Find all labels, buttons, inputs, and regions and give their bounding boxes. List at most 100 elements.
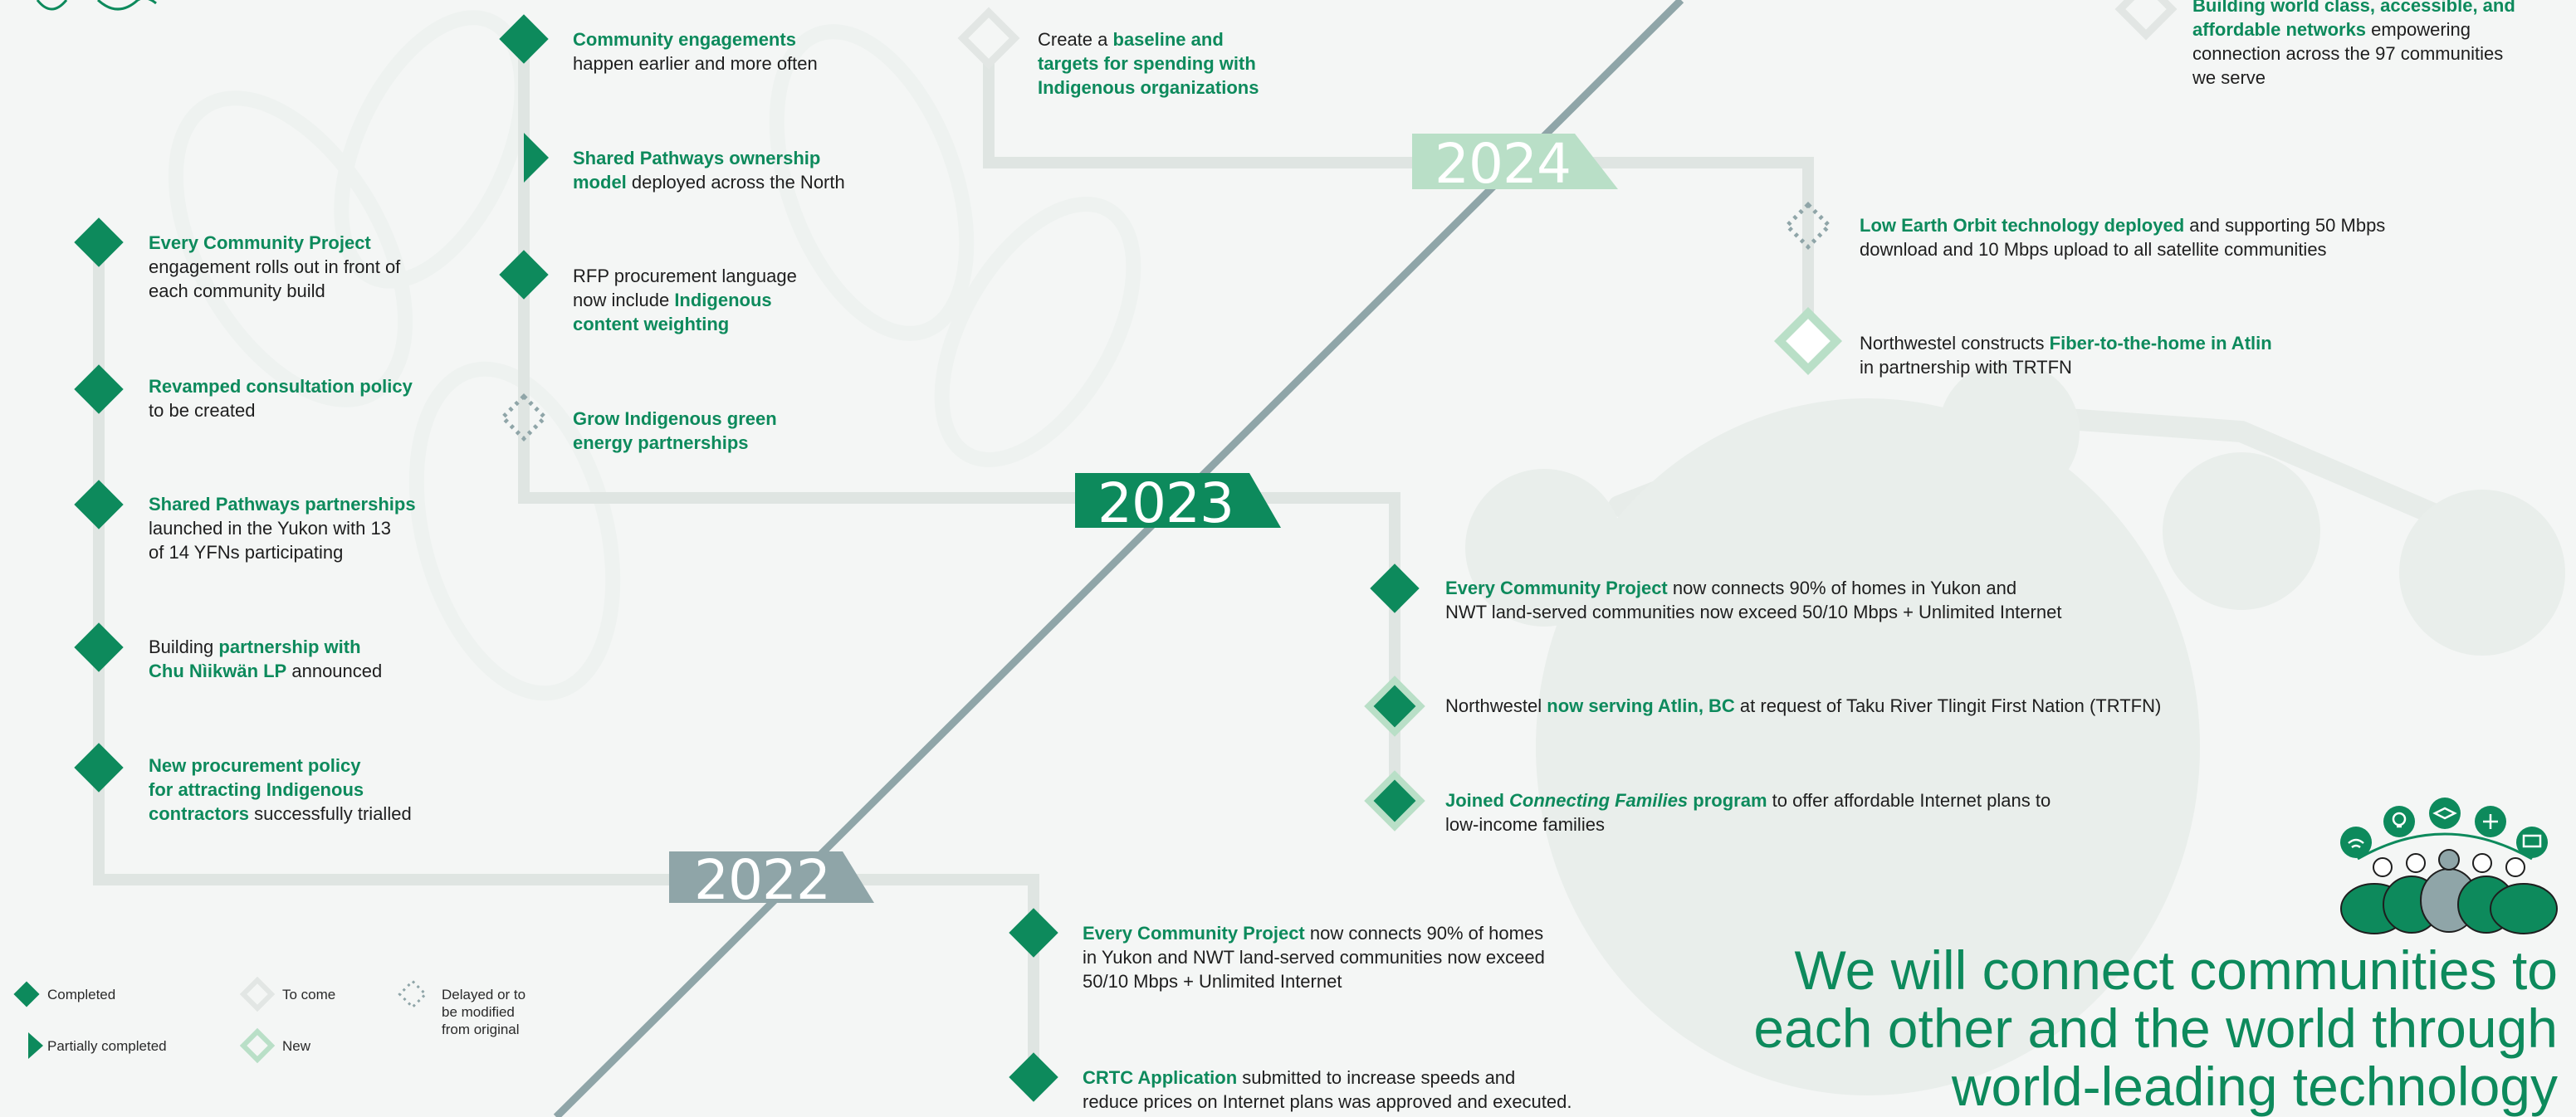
milestone-text: at request of Taku River Tlingit First N… <box>1734 695 2162 716</box>
milestone-highlight: Joined <box>1445 790 1510 811</box>
new-completed-marker-core <box>1373 685 1416 728</box>
tagline-line: We will connect communities to <box>1794 939 2558 1001</box>
year-badge-2022 <box>669 851 874 903</box>
milestone-revamped-consultation-policy: Revamped consultation policy to be creat… <box>149 374 413 422</box>
delayed-marker <box>1784 202 1832 250</box>
legend-to-come-icon <box>239 976 276 1012</box>
milestone-crtc-application: CRTC Application submitted to increase s… <box>1083 1066 1572 1114</box>
delayed-marker <box>500 393 548 441</box>
tagline-line: world-leading technology <box>1951 1056 2558 1117</box>
milestone-highlight: Every Community Project <box>149 232 371 253</box>
milestone-text: 50/10 Mbps + Unlimited Internet <box>1083 971 1342 992</box>
milestone-highlight: baseline and <box>1112 29 1224 50</box>
completed-marker <box>74 217 124 267</box>
milestone-text: RFP procurement language <box>573 266 797 286</box>
milestone-highlight: Indigenous organizations <box>1038 77 1259 98</box>
milestone-text: announced <box>286 661 383 681</box>
tagline: We will connect communities to each othe… <box>1753 941 2558 1115</box>
milestone-text: reduce prices on Internet plans was appr… <box>1083 1091 1572 1112</box>
milestone-highlight: Revamped consultation policy <box>149 376 413 397</box>
completed-marker <box>1009 908 1058 958</box>
wifi-icon <box>2340 827 2372 858</box>
milestone-highlight: Fiber-to-the-home in Atlin <box>2049 333 2272 354</box>
milestone-highlight: targets for spending with <box>1038 53 1256 74</box>
milestone-text: deployed across the North <box>626 172 845 193</box>
tagline-line: each other and the world through <box>1753 997 2558 1059</box>
milestone-highlight: Indigenous <box>674 290 772 310</box>
milestone-highlight: Shared Pathways partnerships <box>149 494 416 515</box>
milestone-community-engagements: Community engagements happen earlier and… <box>573 27 818 76</box>
background-icon-circles <box>1465 361 2565 1095</box>
milestone-text: each community build <box>149 280 325 301</box>
completed-marker <box>499 14 549 64</box>
milestone-highlight: program <box>1688 790 1767 811</box>
milestone-text: successfully trialled <box>249 803 412 824</box>
milestone-fiber-to-the-home-atlin: Northwestel constructs Fiber-to-the-home… <box>1860 331 2272 379</box>
milestone-highlight: for attracting Indigenous <box>149 779 364 800</box>
milestone-highlight: content weighting <box>573 314 730 334</box>
milestone-highlight: affordable networks <box>2192 19 2367 40</box>
milestone-baseline-targets: Create a baseline and targets for spendi… <box>1038 27 1259 100</box>
year-label-2023: 2023 <box>1097 471 1234 535</box>
milestone-text: now connects 90% of homes <box>1304 923 1544 944</box>
milestone-highlight: Grow Indigenous green <box>573 408 777 429</box>
completed-marker <box>499 250 549 300</box>
milestone-highlight: Every Community Project <box>1083 923 1305 944</box>
milestone-text: NWT land-served communities now exceed 5… <box>1445 602 2062 622</box>
year-label-2022: 2022 <box>694 848 831 912</box>
legend-delayed-label: Delayed or to be modified from original <box>442 986 525 1038</box>
milestone-every-community-project-engagement: Every Community Project engagement rolls… <box>149 231 400 303</box>
milestone-highlight: model <box>573 172 627 193</box>
legend-to-come-label: To come <box>282 987 336 1002</box>
background-leaves <box>168 10 1141 701</box>
new-marker <box>1773 306 1843 376</box>
milestone-text: connection across the 97 communities <box>2192 43 2504 64</box>
milestone-low-earth-orbit: Low Earth Orbit technology deployed and … <box>1860 213 2385 261</box>
top-logo-fragment <box>36 0 157 11</box>
completed-marker <box>74 480 124 529</box>
milestone-new-procurement-policy: New procurement policy for attracting In… <box>149 754 412 826</box>
milestone-text: Northwestel constructs <box>1860 333 2050 354</box>
people-icon <box>2340 849 2558 934</box>
legend-partially-label: Partially completed <box>47 1038 167 1054</box>
legend-new-icon <box>239 1027 276 1064</box>
legend-completed-label: Completed <box>47 987 116 1002</box>
milestone-text: Create a <box>1038 29 1113 50</box>
milestone-highlight: contractors <box>149 803 250 824</box>
milestone-highlight: Low Earth Orbit technology deployed <box>1860 215 2185 236</box>
milestone-rfp-procurement-language: RFP procurement language now include Ind… <box>573 264 797 336</box>
community-illustration <box>2340 798 2558 934</box>
milestone-highlight: energy partnerships <box>573 432 749 453</box>
completed-marker <box>74 622 124 672</box>
milestone-highlight: Connecting Families <box>1509 790 1689 811</box>
milestone-highlight: now serving Atlin, BC <box>1547 695 1735 716</box>
milestone-text: we serve <box>2192 67 2266 88</box>
milestone-text: happen earlier and more often <box>573 53 818 74</box>
completed-marker <box>1370 563 1420 613</box>
milestone-text: Northwestel <box>1445 695 1547 716</box>
milestone-highlight: Every Community Project <box>1445 578 1668 598</box>
year-badge-2024 <box>1412 134 1618 189</box>
legend-delayed-icon <box>398 979 428 1009</box>
milestone-every-community-project-2022: Every Community Project now connects 90%… <box>1083 921 1545 993</box>
milestone-text: empowering <box>2366 19 2471 40</box>
milestone-highlight: CRTC Application <box>1083 1067 1238 1088</box>
legend-new-label: New <box>282 1038 311 1054</box>
milestone-text: to offer affordable Internet plans to <box>1767 790 2051 811</box>
milestone-world-class-networks: Building world class, accessible, and af… <box>2192 0 2515 90</box>
milestone-highlight: Shared Pathways ownership <box>573 148 821 168</box>
milestone-text: Building <box>149 637 219 657</box>
milestone-chu-niikwan-partnership: Building partnership with Chu Nìikwän LP… <box>149 635 382 683</box>
milestone-text: and supporting 50 Mbps <box>2184 215 2386 236</box>
completed-marker <box>1009 1052 1058 1102</box>
milestone-highlight: Building world class, accessible, and <box>2192 0 2515 16</box>
to-come-marker <box>2114 0 2178 41</box>
milestone-text: in Yukon and NWT land-served communities… <box>1083 947 1545 968</box>
completed-marker <box>74 743 124 793</box>
legend-delayed-line: be modified <box>442 1004 515 1020</box>
milestone-highlight: Community engagements <box>573 29 796 50</box>
milestone-shared-pathways-ownership: Shared Pathways ownership model deployed… <box>573 146 845 194</box>
milestone-text: download and 10 Mbps upload to all satel… <box>1860 239 2327 260</box>
